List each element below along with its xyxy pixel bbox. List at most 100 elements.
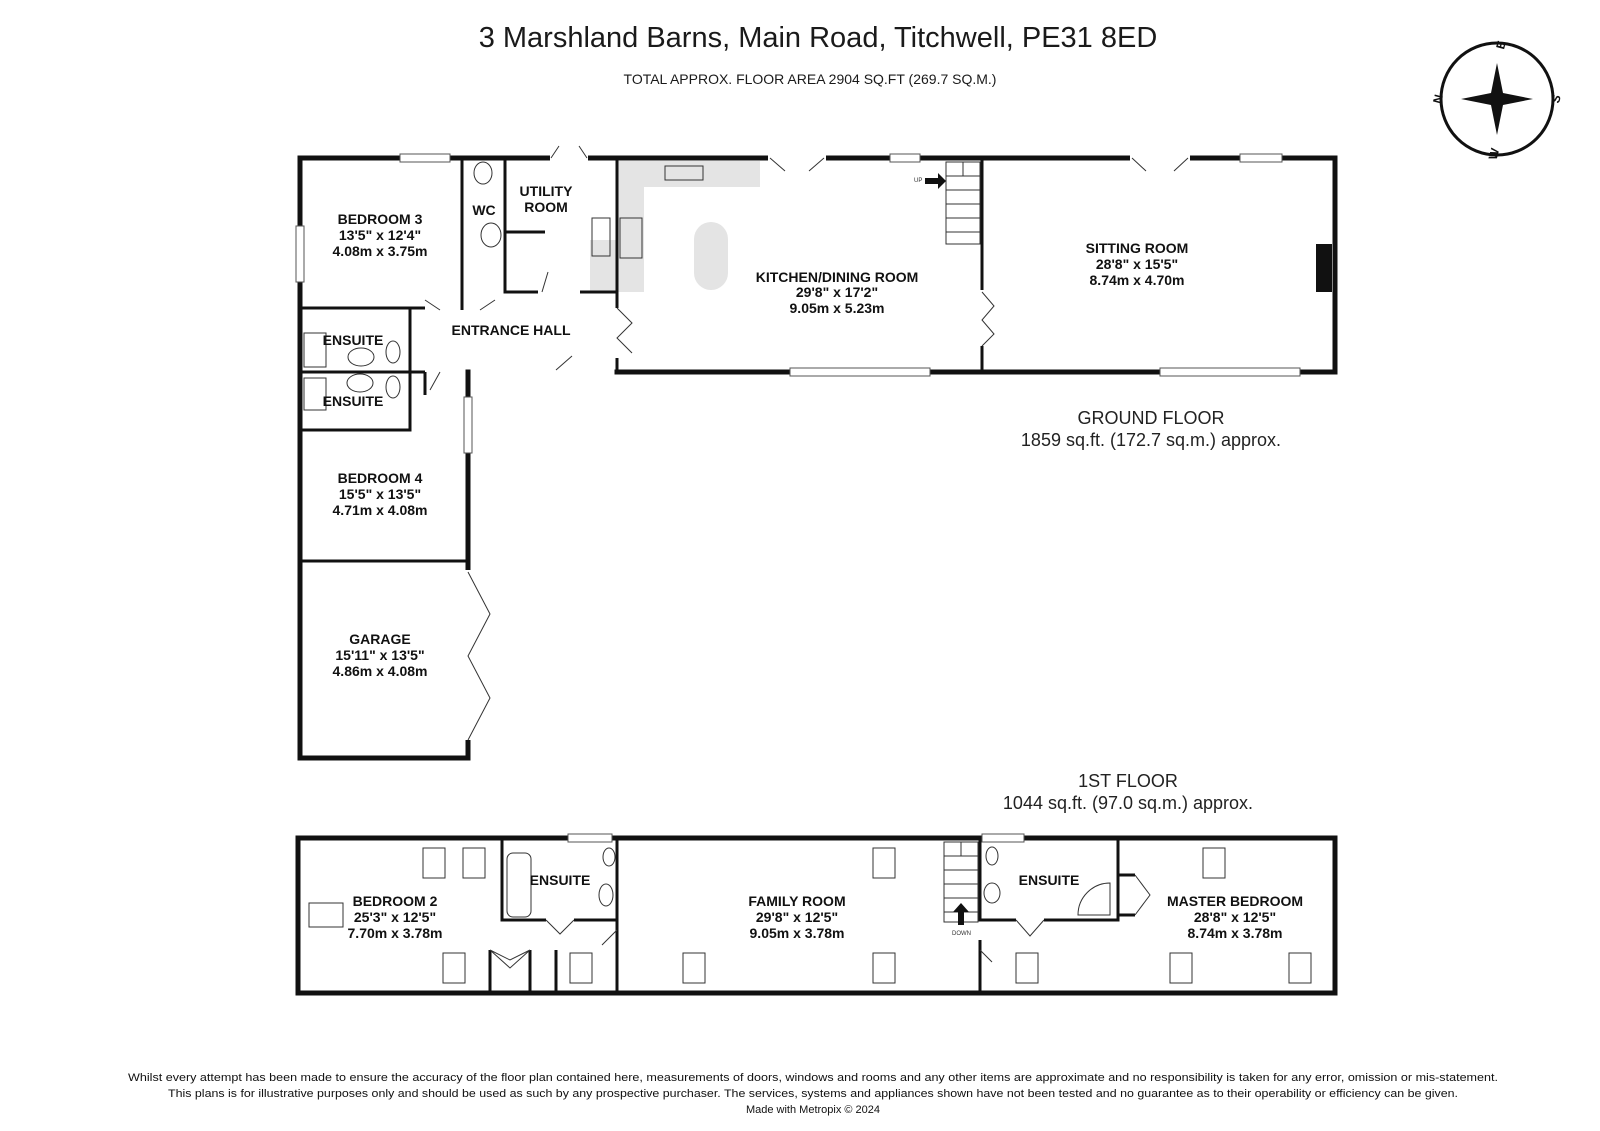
outer-wall-north-east xyxy=(297,155,1338,375)
room-wc: WC xyxy=(472,202,495,218)
svg-text:MASTER BEDROOM: MASTER BEDROOM xyxy=(1167,893,1303,909)
toilet-icon xyxy=(385,340,401,364)
first-floor-doors xyxy=(545,874,1151,963)
basin-icon xyxy=(983,882,1001,904)
svg-text:8.74m x 4.70m: 8.74m x 4.70m xyxy=(1090,272,1185,288)
room-bedroom-4: BEDROOM 4 15'5" x 13'5" 4.71m x 4.08m xyxy=(333,470,428,518)
svg-text:25'3" x 12'5": 25'3" x 12'5" xyxy=(354,909,436,925)
bath-icon xyxy=(506,852,532,918)
wardrobe-doors xyxy=(489,949,531,969)
fireplace-icon xyxy=(1316,244,1332,292)
skylight-icon xyxy=(422,847,446,879)
disclaimer-line-1: Whilst every attempt has been made to en… xyxy=(128,1072,1498,1084)
room-ensuite-b: ENSUITE xyxy=(323,393,384,409)
kitchen-worktop xyxy=(590,161,760,292)
svg-text:29'8" x 12'5": 29'8" x 12'5" xyxy=(756,909,838,925)
svg-text:28'8" x 12'5": 28'8" x 12'5" xyxy=(1194,909,1276,925)
window xyxy=(295,225,305,283)
svg-text:8.74m x 3.78m: 8.74m x 3.78m xyxy=(1188,925,1283,941)
first-floor-area: 1044 sq.ft. (97.0 sq.m.) approx. xyxy=(1003,793,1253,813)
ground-floor-area: 1859 sq.ft. (172.7 sq.m.) approx. xyxy=(1021,430,1281,450)
skylights xyxy=(308,847,1312,984)
compass-s: S xyxy=(1548,93,1564,104)
compass-w: W xyxy=(1486,146,1503,161)
window xyxy=(1159,367,1301,377)
outer-wall-west xyxy=(297,155,471,761)
skylight-icon xyxy=(462,847,486,879)
room-utility: UTILITY xyxy=(520,183,574,199)
stairs-arrow-icon xyxy=(953,903,969,925)
room-kitchen-dining: KITCHEN/DINING ROOM 29'8" x 17'2" 9.05m … xyxy=(756,269,919,316)
first-floor-label: 1ST FLOOR xyxy=(1078,771,1178,791)
ground-floor-plan: UP BEDROOM 3 13'5" x 12'4" 4.08m x 3.75m… xyxy=(295,145,1338,761)
door-opening xyxy=(1130,154,1190,162)
window xyxy=(981,833,1025,843)
svg-text:4.86m x 4.08m: 4.86m x 4.08m xyxy=(333,663,428,679)
window xyxy=(789,367,931,377)
skylight-icon xyxy=(1288,952,1312,984)
shower-icon xyxy=(303,332,327,368)
skylight-icon xyxy=(682,952,706,984)
toilet-icon xyxy=(473,161,493,185)
metropix-credit: Made with Metropix © 2024 xyxy=(746,1104,880,1116)
room-bedroom-3: BEDROOM 3 13'5" x 12'4" 4.08m x 3.75m xyxy=(333,211,428,259)
svg-text:9.05m x 5.23m: 9.05m x 5.23m xyxy=(790,300,885,316)
toilet-icon xyxy=(602,847,616,867)
room-entrance-hall: ENTRANCE HALL xyxy=(452,322,571,338)
first-floor-outer-wall xyxy=(295,835,1338,996)
svg-text:FAMILY ROOM: FAMILY ROOM xyxy=(748,893,845,909)
sitting-door xyxy=(981,291,995,347)
basin-icon xyxy=(598,883,614,907)
first-floor-plan: 1ST FLOOR 1044 sq.ft. (97.0 sq.m.) appro… xyxy=(295,771,1338,996)
skylight-icon xyxy=(1169,952,1193,984)
svg-text:7.70m x 3.78m: 7.70m x 3.78m xyxy=(348,925,443,941)
interior-walls xyxy=(300,158,984,563)
svg-text:GARAGE: GARAGE xyxy=(349,631,410,647)
svg-text:9.05m x 3.78m: 9.05m x 3.78m xyxy=(750,925,845,941)
oven-icon xyxy=(591,217,611,257)
floor-area-total: TOTAL APPROX. FLOOR AREA 2904 SQ.FT (269… xyxy=(624,71,997,87)
garage-doors xyxy=(467,571,491,741)
svg-text:29'8" x 17'2": 29'8" x 17'2" xyxy=(796,284,878,300)
window xyxy=(1239,153,1283,163)
room-garage: GARAGE 15'11" x 13'5" 4.86m x 4.08m xyxy=(333,631,428,679)
svg-text:SITTING ROOM: SITTING ROOM xyxy=(1086,240,1189,256)
svg-text:13'5" x 12'4": 13'5" x 12'4" xyxy=(339,227,421,243)
toilet-icon xyxy=(385,375,401,399)
window xyxy=(463,396,473,454)
svg-text:15'11" x 13'5": 15'11" x 13'5" xyxy=(335,647,424,663)
basin-icon xyxy=(346,373,374,393)
door-opening xyxy=(550,154,588,162)
room-sitting: SITTING ROOM 28'8" x 15'5" 8.74m x 4.70m xyxy=(1086,240,1189,288)
room-master-bedroom: MASTER BEDROOM 28'8" x 12'5" 8.74m x 3.7… xyxy=(1167,893,1303,941)
room-utility-2: ROOM xyxy=(524,199,568,215)
svg-text:4.08m x 3.75m: 4.08m x 3.75m xyxy=(333,243,428,259)
svg-text:BEDROOM 3: BEDROOM 3 xyxy=(338,211,423,227)
kitchen-island xyxy=(694,222,728,290)
first-floor-interior-walls xyxy=(488,838,1135,995)
plan-title: 3 Marshland Barns, Main Road, Titchwell,… xyxy=(479,22,1158,54)
stairs-down-label: DOWN xyxy=(952,931,971,937)
kitchen-sink-icon xyxy=(664,165,704,181)
stairs-up-label: UP xyxy=(914,178,922,184)
skylight-icon xyxy=(442,952,466,984)
svg-text:BEDROOM 2: BEDROOM 2 xyxy=(353,893,438,909)
stairs-up: UP xyxy=(914,161,981,245)
skylight-icon xyxy=(569,952,593,984)
door-opening xyxy=(768,154,826,162)
room-family: FAMILY ROOM 29'8" x 12'5" 9.05m x 3.78m xyxy=(748,893,845,941)
window xyxy=(567,833,613,843)
compass-e: E xyxy=(1493,39,1509,50)
skylight-icon xyxy=(308,902,344,928)
svg-text:28'8" x 15'5": 28'8" x 15'5" xyxy=(1096,256,1178,272)
french-door xyxy=(550,145,588,159)
stairs-down: DOWN xyxy=(943,841,979,937)
shower-icon xyxy=(303,377,327,411)
stairs-arrow-icon xyxy=(925,173,946,189)
toilet-icon xyxy=(985,846,999,866)
window xyxy=(399,153,451,163)
window xyxy=(889,153,921,163)
skylight-icon xyxy=(872,847,896,879)
room-ensuite-d: ENSUITE xyxy=(1019,872,1080,888)
